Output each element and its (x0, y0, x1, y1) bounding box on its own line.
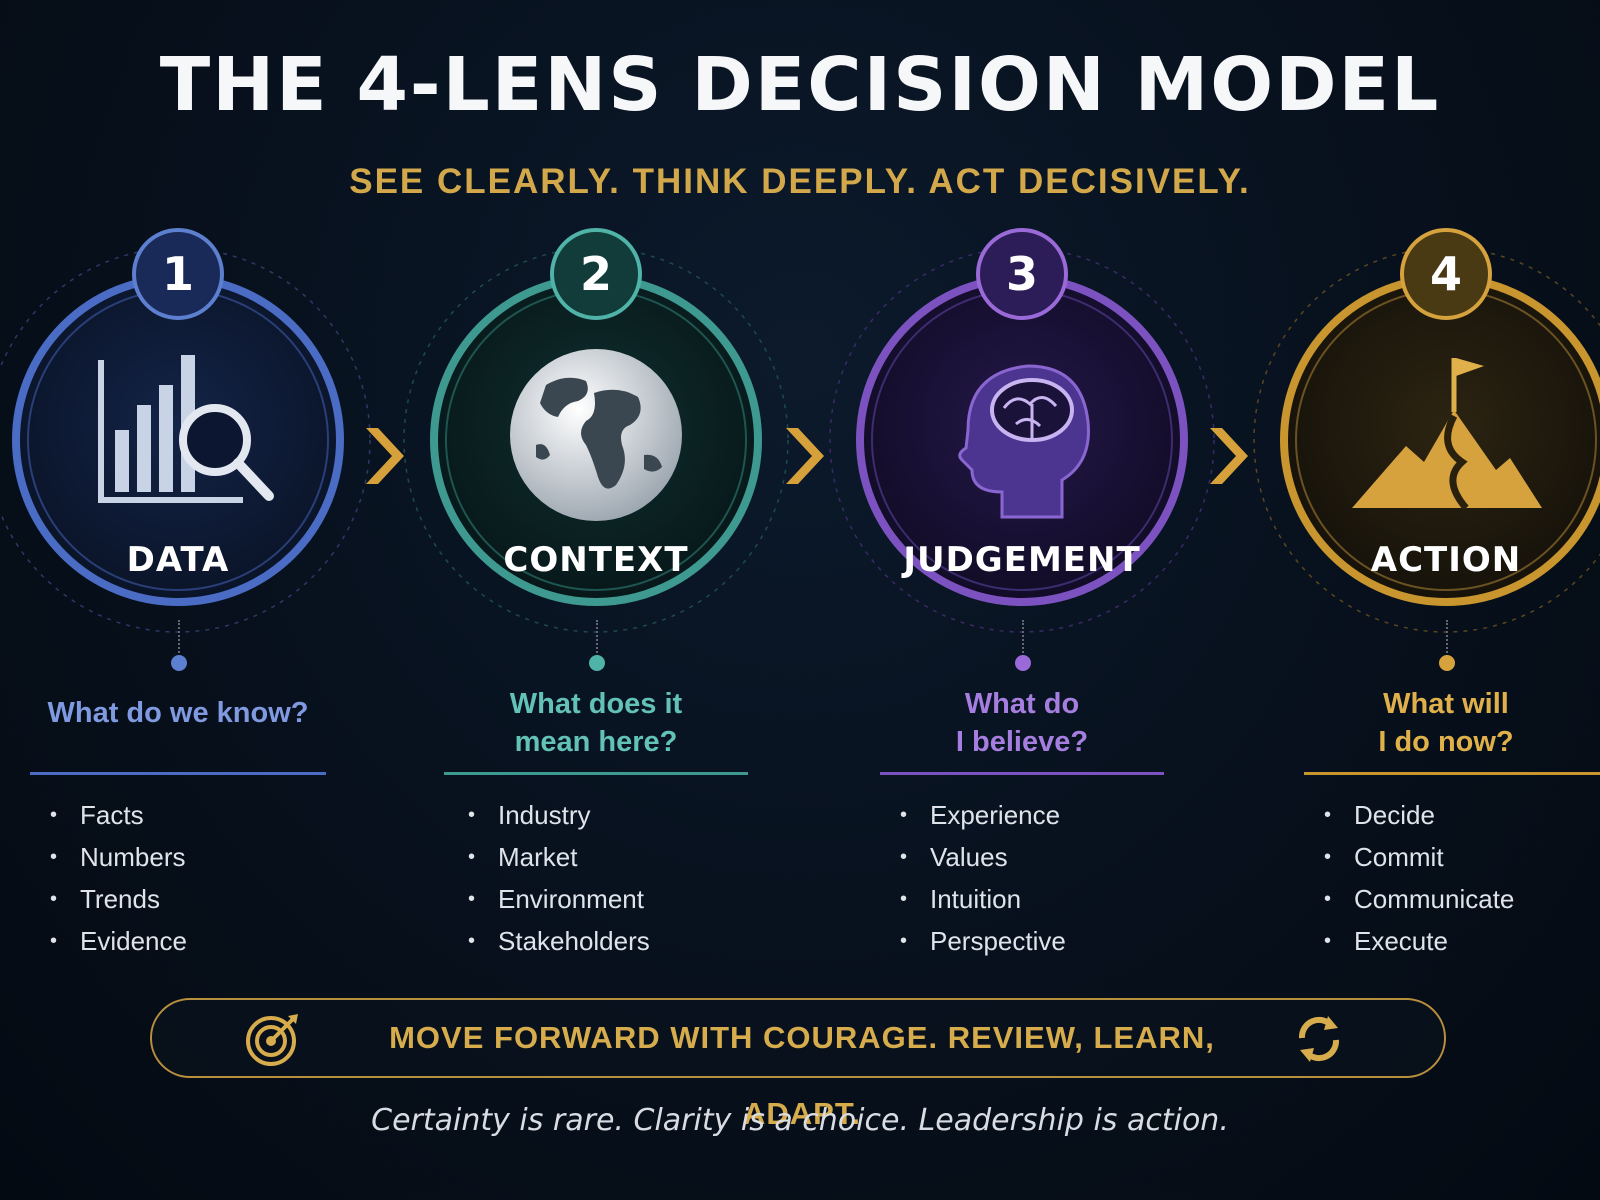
list-item: Commit (1324, 836, 1514, 878)
page-title: THE 4-LENS DECISION MODEL (159, 42, 1441, 128)
mountain-flag-icon (1352, 358, 1542, 511)
connector-line (596, 620, 598, 660)
action-banner: MOVE FORWARD WITH COURAGE. REVIEW, LEARN… (150, 998, 1446, 1131)
list-item: Market (468, 836, 650, 878)
chevron-right-icon (786, 428, 824, 484)
list-item: Stakeholders (468, 920, 650, 962)
list-item: Evidence (50, 920, 187, 962)
list-item: Communicate (1324, 878, 1514, 920)
lens-question: What does it mean here? (509, 688, 683, 758)
globe-icon (510, 349, 682, 521)
list-item: Decide (1324, 794, 1514, 836)
list-item: Execute (1324, 920, 1514, 962)
lens-data: 1 DATA What do we know? Facts Numbers Tr… (0, 0, 388, 962)
list-item: Trends (50, 878, 187, 920)
divider (30, 772, 326, 775)
lens-title: DATA (126, 540, 230, 580)
lens-title: CONTEXT (503, 540, 689, 580)
connector-line (178, 620, 180, 660)
step-number-badge: 1 (132, 228, 224, 320)
lens-title: ACTION (1370, 540, 1522, 580)
connector-dot (589, 655, 605, 671)
list-item: Perspective (900, 920, 1066, 962)
list-item: Industry (468, 794, 650, 836)
divider (444, 772, 748, 775)
lens-title: JUDGEMENT (903, 540, 1141, 580)
lens-question: What do I believe? (955, 688, 1089, 758)
divider (880, 772, 1164, 775)
banner-text: MOVE FORWARD WITH COURAGE. REVIEW, LEARN… (389, 1020, 1215, 1131)
list-item: Experience (900, 794, 1066, 836)
list-item: Intuition (900, 878, 1066, 920)
refresh-icon (1298, 1016, 1340, 1062)
list-item: Values (900, 836, 1066, 878)
head-brain-icon (958, 364, 1090, 519)
chevron-right-icon (1210, 428, 1248, 484)
lens-question: What will I do now? (1378, 688, 1514, 758)
tagline: Certainty is rare. Clarity is a choice. … (371, 1103, 1229, 1138)
bar-chart-magnifier-icon (98, 355, 274, 503)
lens-ring (0, 247, 371, 633)
connector-line (1022, 620, 1024, 660)
chevron-right-icon (366, 428, 404, 484)
lens-context: 2 CONTEXT What does it mean here? Indust… (386, 0, 806, 962)
connector-line (1446, 620, 1448, 660)
connector-dot (171, 655, 187, 671)
lens-action: 4 ACTION What will I do now? Decide Comm… (1236, 0, 1600, 962)
list-item: Facts (50, 794, 187, 836)
step-number-badge: 2 (550, 228, 642, 320)
connector-dot (1439, 655, 1455, 671)
step-number-badge: 3 (976, 228, 1068, 320)
list-item: Numbers (50, 836, 187, 878)
target-icon (246, 1014, 298, 1066)
lens-question: What do we know? (47, 697, 309, 729)
connector-dot (1015, 655, 1031, 671)
bullet-list: Decide Commit Communicate Execute (1324, 794, 1514, 962)
bullet-list: Facts Numbers Trends Evidence (50, 794, 187, 962)
list-item: Environment (468, 878, 650, 920)
bullet-list: Experience Values Intuition Perspective (900, 794, 1066, 962)
divider (1304, 772, 1600, 775)
bullet-list: Industry Market Environment Stakeholders (468, 794, 650, 962)
page-subtitle: SEE CLEARLY. THINK DEEPLY. ACT DECISIVEL… (349, 162, 1251, 201)
lens-judgement: 3 JUDGEMENT What do I believe? Experienc… (812, 0, 1232, 962)
step-number-badge: 4 (1400, 228, 1492, 320)
